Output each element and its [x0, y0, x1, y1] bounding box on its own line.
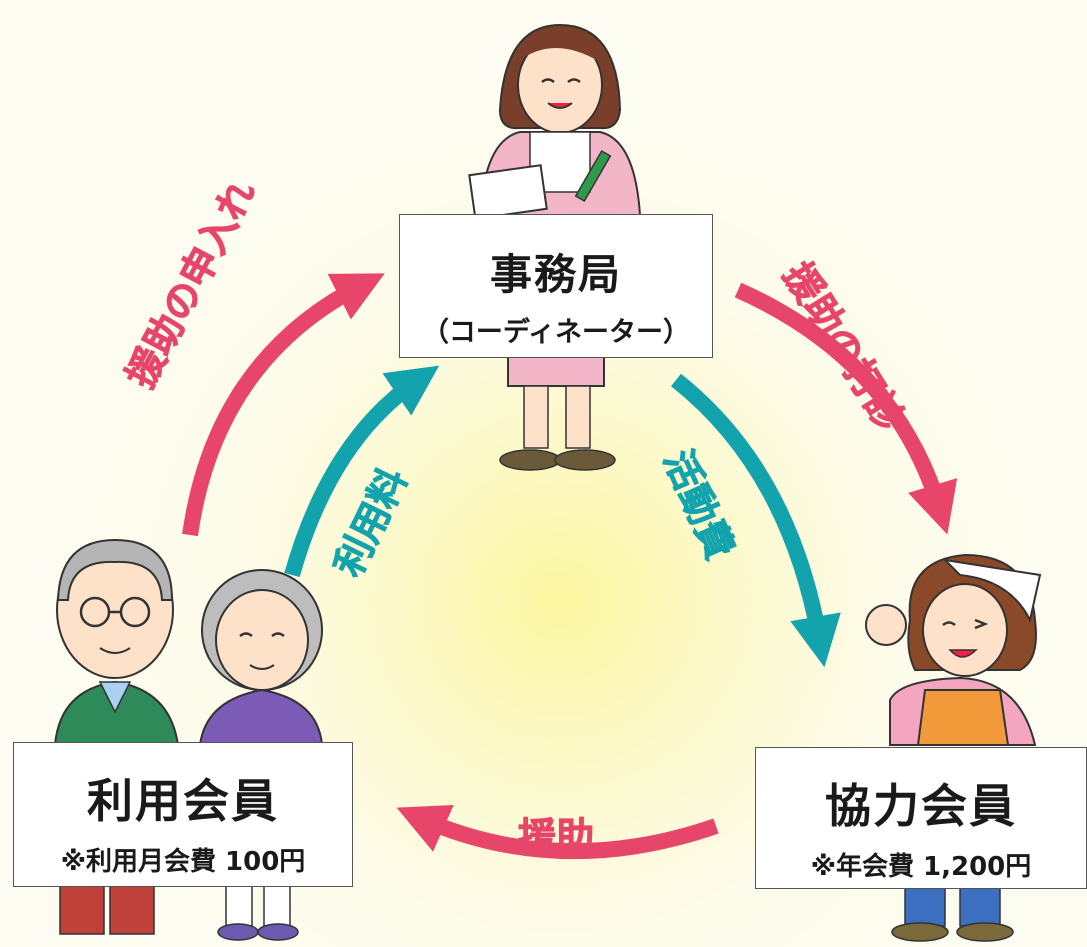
support-arrow [396, 804, 719, 860]
request-arrow [182, 273, 385, 537]
activity-cost-arrow [671, 373, 841, 668]
office-box: 事務局 （コーディネーター） [399, 214, 713, 358]
consultation-arrow [734, 282, 958, 535]
office-subtitle: （コーディネーター） [421, 317, 691, 348]
helper-member-note: ※年会費 1,200円 [810, 852, 1032, 882]
helper-member-title: 協力会員 [825, 779, 1017, 833]
usage-fee-arrow [284, 365, 440, 578]
helper-member-box: 協力会員 ※年会費 1,200円 [755, 747, 1087, 889]
office-title: 事務局 [489, 250, 622, 299]
user-member-title: 利用会員 [87, 774, 279, 828]
user-member-note: ※利用月会費 100円 [60, 847, 306, 877]
user-member-box: 利用会員 ※利用月会費 100円 [13, 742, 353, 887]
helper-woman-icon [865, 553, 1042, 942]
support-label: 援助 [517, 815, 595, 860]
coordinator-woman-icon [468, 23, 642, 471]
elderly-man-icon [53, 538, 180, 935]
elderly-woman-icon [198, 569, 324, 941]
